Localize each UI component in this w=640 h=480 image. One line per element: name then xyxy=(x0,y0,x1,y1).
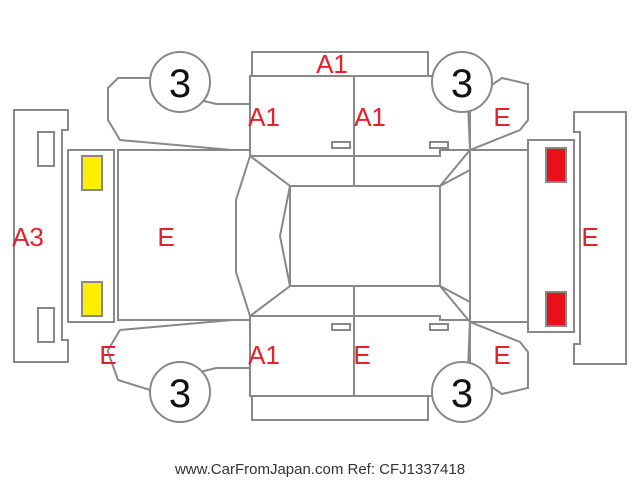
front-fascia xyxy=(67,149,115,323)
mark-rear-door-right: A1 xyxy=(354,102,386,132)
taillight-top xyxy=(545,147,567,183)
front-bumper xyxy=(13,109,69,363)
mark-front-door-left: A1 xyxy=(248,340,280,370)
mark-hood: E xyxy=(157,222,174,252)
front-bumper-fog-lamp-bottom xyxy=(37,307,55,343)
tire-rear-left-grade: 3 xyxy=(451,62,473,106)
front-bumper-fog-lamp-top xyxy=(37,131,55,167)
taillight-bottom xyxy=(545,291,567,327)
rear-fascia xyxy=(527,139,575,333)
mark-front-door-right: A1 xyxy=(248,102,280,132)
mark-front-bumper: A3 xyxy=(12,222,44,252)
tire-front-right: 3 xyxy=(149,361,211,423)
mark-rear-bumper: E xyxy=(581,222,598,252)
tire-front-left-grade: 3 xyxy=(169,62,191,106)
tire-front-left: 3 xyxy=(149,51,211,113)
mark-rear-door-left: E xyxy=(353,340,370,370)
rear-bumper xyxy=(573,111,627,365)
headlight-top xyxy=(81,155,103,191)
tire-rear-left: 3 xyxy=(431,51,493,113)
mark-rear-quarter-right: E xyxy=(493,102,510,132)
cabin-top-view xyxy=(235,147,471,325)
headlight-bottom xyxy=(81,281,103,317)
roof-rail-bottom xyxy=(251,395,429,421)
tire-rear-right-grade: 3 xyxy=(451,372,473,416)
hood-panel xyxy=(117,149,251,321)
tire-rear-right: 3 xyxy=(431,361,493,423)
tire-front-right-grade: 3 xyxy=(169,372,191,416)
mark-rear-quarter-left: E xyxy=(493,340,510,370)
trunk-lid xyxy=(469,149,529,323)
roof-rail-top xyxy=(251,51,429,77)
footer-reference: www.CarFromJapan.com Ref: CFJ1337418 xyxy=(174,461,465,478)
mark-front-fender-left: E xyxy=(99,340,116,370)
mark-roof-rail: A1 xyxy=(316,49,348,79)
